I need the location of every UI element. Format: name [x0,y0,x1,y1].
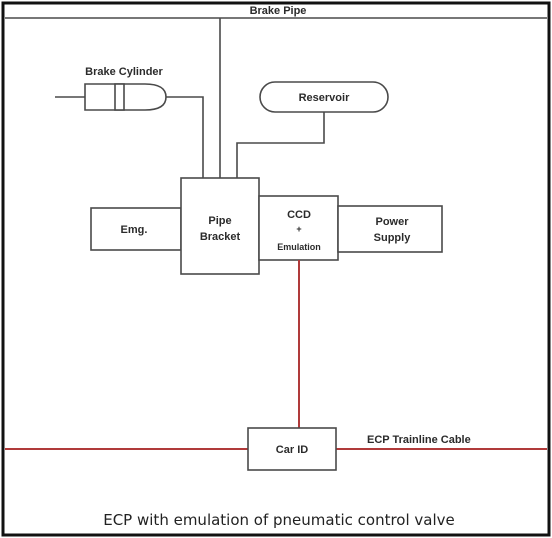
pipe-bracket-label-line1: Pipe [208,215,231,227]
emg-label: Emg. [121,224,148,236]
power-supply-label-line1: Power [375,216,409,228]
reservoir-label: Reservoir [299,92,350,104]
ccd-label-line3: Emulation [277,242,321,252]
pipe-bracket-label-line2: Bracket [200,231,241,243]
trainline-cable-label: ECP Trainline Cable [367,434,471,446]
brake-cylinder-label: Brake Cylinder [85,66,163,78]
ccd-label-line2: + [296,224,301,234]
brake-cylinder-icon [55,83,167,111]
diagram-caption: ECP with emulation of pneumatic control … [103,511,455,529]
brake-pipe-label: Brake Pipe [250,5,307,17]
power-supply-box [337,205,443,253]
brake-cylinder-pipe [166,96,204,178]
reservoir-pipe [236,112,325,178]
power-supply-label-line2: Supply [374,232,412,244]
ccd-label-line1: CCD [287,209,311,221]
car-id-label: Car ID [276,444,308,456]
car-id-box [247,427,337,471]
